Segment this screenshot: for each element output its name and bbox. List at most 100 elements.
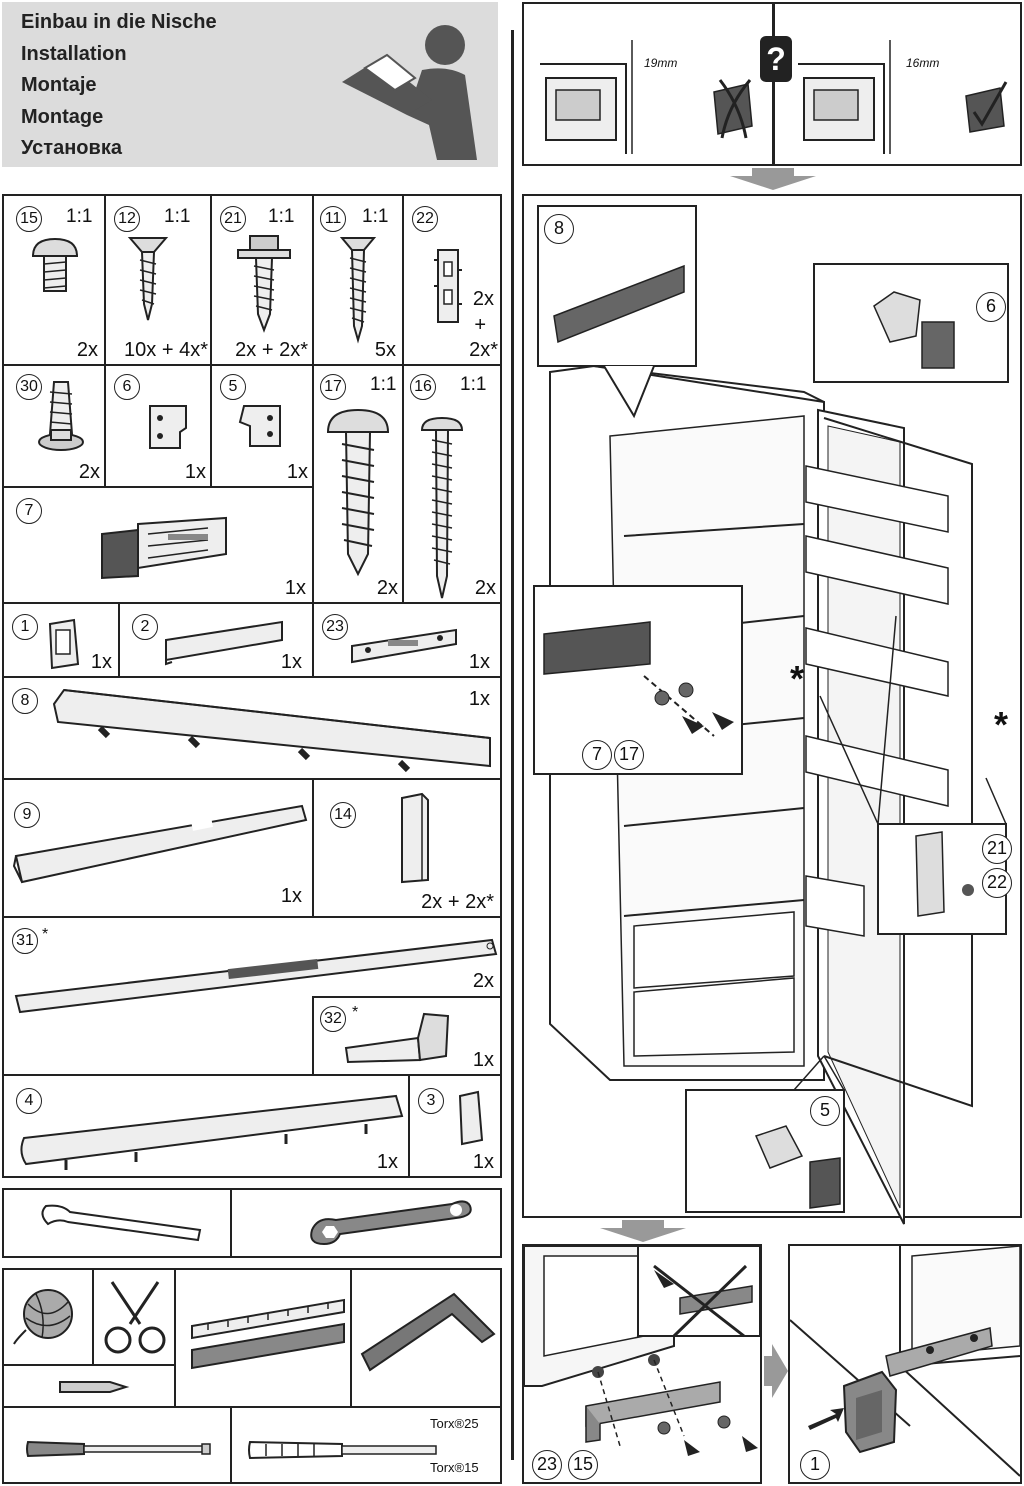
part-number: 1	[12, 614, 38, 640]
part-30-cell: 30 2x	[2, 364, 106, 488]
part-9-cell: 9 1x	[2, 778, 314, 918]
part-number: 21	[220, 206, 246, 232]
quantity: 1x	[286, 461, 308, 483]
quantity: 1x	[284, 577, 306, 599]
callout-part-22: 22	[982, 868, 1012, 898]
part-number: 22	[412, 206, 438, 232]
title-en: Installation	[21, 43, 127, 65]
clip-32-icon	[344, 1012, 450, 1064]
gap-16mm-label: 16mm	[906, 56, 940, 70]
screw-11-icon	[339, 237, 377, 344]
cap-mounting-drawing	[789, 1245, 1021, 1477]
part-2-cell: 2 1x	[118, 602, 314, 678]
quantity: 2x	[472, 970, 494, 992]
optional-star-left: *	[790, 658, 805, 699]
tool-square-cell	[350, 1268, 502, 1408]
plus-sign: +	[474, 314, 486, 336]
quantity: 10x + 4x*	[124, 339, 208, 361]
callout-part-6: 6	[976, 292, 1006, 322]
part-number: 11	[320, 206, 346, 232]
callout-part-17: 17	[614, 740, 644, 770]
rail-mounting-drawing	[523, 1245, 761, 1456]
gap-panel-divider	[772, 4, 775, 166]
screw-15-icon	[31, 237, 79, 292]
column-divider	[511, 30, 514, 1460]
part-16-cell: 16 1:1 2x	[402, 364, 502, 604]
plate-6-icon	[149, 405, 187, 449]
quantity: 2x + 2x*	[421, 891, 494, 913]
screwdriver-torx-icon	[248, 1440, 437, 1460]
screw-21-icon	[237, 235, 291, 333]
callout-part-5: 5	[810, 1096, 840, 1126]
folding-ruler-icon	[191, 1298, 345, 1370]
plinth-4-icon	[20, 1094, 404, 1170]
hex-wrench-icon	[310, 1200, 472, 1246]
quantity: 1x	[184, 461, 206, 483]
part-22-cell: 22 2x + 2x*	[402, 194, 502, 366]
quantity: 1x	[472, 1049, 494, 1071]
part-number: 15	[16, 206, 42, 232]
part-14-cell: 14 2x + 2x*	[312, 778, 502, 918]
cover-strip-8-icon	[52, 688, 491, 773]
scissors-icon	[104, 1281, 166, 1354]
bracket-22-icon	[434, 249, 462, 323]
square-icon	[360, 1292, 496, 1372]
wrench-icon	[41, 1204, 202, 1242]
screwdriver-flat-icon	[26, 1440, 211, 1458]
part-number: 31	[12, 928, 38, 954]
torx-15-label: Torx®15	[430, 1460, 479, 1475]
cross-icon	[713, 79, 753, 139]
tool-screwdriver-torx-cell: Torx®25 Torx®15	[230, 1406, 502, 1484]
part-number: 16	[410, 374, 436, 400]
callout-part-1: 1	[800, 1450, 830, 1480]
header-panel: Einbau in die Nische Installation Montaj…	[2, 2, 498, 167]
gap-19mm-label: 19mm	[644, 56, 678, 70]
gap-check-panel: 19mm ? 16mm	[522, 2, 1022, 166]
quantity: 2x	[474, 577, 496, 599]
part-4-cell: 4 1x	[2, 1074, 410, 1178]
part-number: 3	[418, 1088, 444, 1114]
part-12-cell: 12 1:1 10x + 4x*	[104, 194, 212, 366]
pencil-icon	[59, 1381, 130, 1393]
fridge-installation-panel: 8 6 7 17 21 22 5 * *	[522, 194, 1022, 1225]
callout-part-23: 23	[532, 1450, 562, 1480]
part-3-cell: 3 1x	[408, 1074, 502, 1178]
fridge-drawing	[533, 205, 1009, 1225]
quantity: 1x	[280, 885, 302, 907]
part-number: 17	[320, 374, 346, 400]
title-fr: Montage	[21, 106, 104, 128]
scale-label: 1:1	[268, 206, 295, 227]
part-number: 23	[322, 614, 348, 640]
optional-star: *	[352, 1004, 359, 1021]
quantity-bottom: 2x*	[469, 339, 498, 361]
optional-star: *	[42, 926, 49, 943]
part-number: 4	[16, 1088, 42, 1114]
cap-1-icon	[48, 618, 80, 670]
part-number: 7	[16, 498, 42, 524]
tool-screwdriver-flat-cell	[2, 1406, 232, 1484]
tool-wrench-cell	[2, 1188, 232, 1258]
part-1-cell: 1 1x	[2, 602, 120, 678]
scale-label: 1:1	[66, 206, 93, 227]
part-11-cell: 11 1:1 5x	[312, 194, 404, 366]
end-cap-3-icon	[458, 1090, 484, 1146]
rail-23-icon	[351, 628, 457, 664]
quantity: 2x	[76, 339, 98, 361]
quantity: 2x + 2x*	[235, 339, 308, 361]
plate-5-icon	[238, 405, 281, 447]
arrow-right-icon	[764, 1344, 788, 1398]
rail-mounting-panel: 23 15	[522, 1244, 762, 1484]
hinge-gap-right-drawing	[798, 40, 891, 154]
part-8-cell: 8 1x	[2, 676, 502, 780]
quantity: 1x	[280, 651, 302, 673]
profile-9-icon	[12, 804, 308, 884]
reader-icon	[342, 25, 477, 160]
title-de: Einbau in die Nische	[21, 11, 217, 33]
callout-part-8: 8	[544, 214, 574, 244]
callout-part-21: 21	[982, 834, 1012, 864]
screw-30-icon	[38, 381, 84, 451]
part-21-cell: 21 1:1 2x + 2x*	[210, 194, 314, 366]
tool-hex-wrench-cell	[230, 1188, 502, 1258]
scale-label: 1:1	[460, 374, 487, 395]
scale-label: 1:1	[370, 374, 397, 395]
